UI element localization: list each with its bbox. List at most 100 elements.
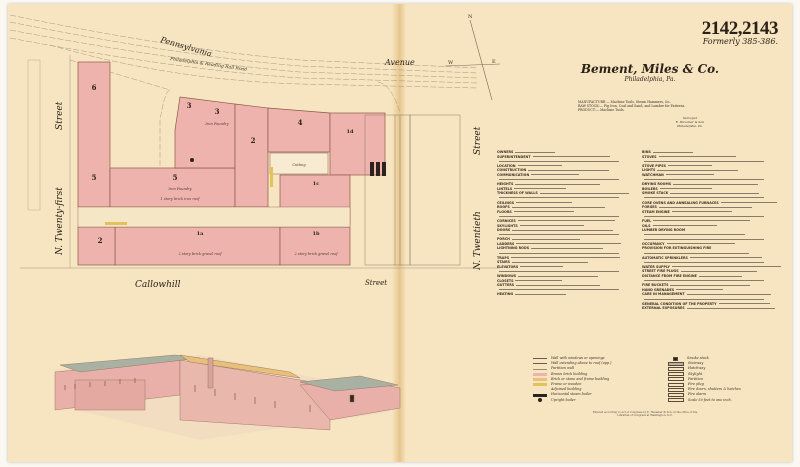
description-entry: SMOKE STACK [642, 191, 787, 196]
description-text [515, 183, 601, 185]
description-entry: SKYLIGHTS [497, 224, 637, 229]
description-heading: BINS [642, 150, 651, 154]
description-text [520, 266, 564, 268]
description-text [658, 156, 736, 158]
description-heading: CONSTRUCTION [497, 168, 527, 173]
legend-item: Fire plug [668, 382, 741, 387]
legend-item: Brown brick building [533, 372, 611, 377]
legend-label: Fire alarm [688, 392, 707, 397]
description-heading: SKYLIGHTS [497, 223, 518, 228]
description-heading: SMOKE STACK [642, 191, 669, 196]
description-text [718, 303, 770, 305]
legend-item: Fire doors, shutters & hatches [668, 387, 741, 392]
legend-swatch [533, 377, 547, 381]
legend-item: Frame or wooden [533, 382, 611, 387]
description-text [653, 220, 751, 222]
building-desc-foundry: Iron Foundry [167, 187, 192, 191]
description-entry: DOORS [497, 228, 637, 233]
legend-item: Wall extending above to roof (opp.) [533, 361, 611, 366]
building-4[interactable] [267, 107, 331, 153]
description-entry: CARE IN MANAGEMENT [642, 292, 787, 297]
description-text [518, 275, 599, 277]
legend-swatch [533, 363, 547, 365]
railroad-label: Philadelphia & Reading Rail Road [169, 56, 248, 73]
description-text [515, 293, 567, 295]
building-1b[interactable] [279, 226, 351, 266]
description-heading: FIRE BUCKETS [642, 283, 669, 288]
yard-label-cutting: Cutting [292, 163, 306, 167]
legend-swatch [533, 393, 547, 397]
legend-label: Skylight [688, 371, 703, 376]
description-text [667, 165, 712, 167]
description-heading: FLOORS [497, 209, 512, 214]
description-entry: HEATING [497, 292, 637, 297]
compass-north: N [468, 14, 473, 20]
description-text [514, 188, 567, 190]
description-text [516, 202, 573, 204]
description-entry: ROOFS [497, 205, 637, 210]
description-heading: DRYING ROOMS [642, 182, 672, 187]
legend-label: Smoke stack [687, 356, 709, 360]
legend-item: Fire alarm [668, 392, 741, 398]
description-heading: BOILERS [642, 186, 658, 191]
building-desc-1a: 2 story brick gravel roof [177, 252, 222, 256]
description-text [644, 234, 745, 236]
raw-stock-line: RAW STOCK:— Pig Iron, Coal and Sand, and… [578, 104, 686, 108]
building-label-3a: 3 [187, 101, 192, 110]
building-2[interactable] [234, 103, 269, 208]
legend-label: Frame or wooden [551, 382, 582, 387]
legend-swatch [533, 388, 547, 392]
description-text [531, 174, 580, 176]
building-2-small[interactable] [77, 226, 116, 266]
description-entry: PORCH [497, 237, 637, 242]
building-label-4: 4 [298, 118, 303, 127]
north-arrow-line [469, 19, 493, 101]
cutting-yard [269, 152, 329, 175]
boilers [370, 162, 386, 176]
building-3[interactable] [174, 96, 236, 169]
street-label-twentieth: N. Twentieth [473, 211, 483, 271]
description-text [511, 206, 605, 208]
description-entry: LUMBER DRYING ROOM [642, 228, 787, 237]
legend-symbol [668, 382, 684, 387]
description-text [698, 275, 742, 277]
description-heading: FORGES [642, 205, 657, 210]
legend-item: Smoke stack [668, 356, 741, 361]
street-label-avenue: Avenue [384, 58, 415, 67]
description-text [686, 293, 771, 295]
description-text [519, 225, 584, 226]
description-heading: FUEL [642, 218, 652, 223]
description-heading: HEATING [497, 292, 514, 297]
description-entry: HEIGHTS [497, 182, 637, 187]
description-text [515, 151, 556, 153]
description-entry: GENERAL CONDITION OF THE PROPERTY [642, 302, 787, 307]
description-entry: LIGHTNING RODS [497, 246, 637, 251]
legend-swatch [533, 372, 547, 376]
description-text [512, 229, 614, 231]
legend-label: Adjoined building [551, 387, 582, 392]
description-heading: HEIGHTS [497, 182, 514, 187]
description-entry: CEILINGS [497, 201, 637, 206]
description-heading: AUTOMATIC SPRINKLERS [642, 255, 688, 260]
description-text [673, 183, 759, 185]
description-entry: DRYING ROOMS [642, 182, 787, 187]
legend-item: Partition [668, 377, 741, 382]
description-entry: HAND GRENADES [642, 288, 787, 293]
building-6[interactable] [77, 61, 111, 208]
product-line: PRODUCT:— Machine Tools. [578, 108, 625, 112]
description-heading: WATER SUPPLY [642, 264, 670, 269]
building-1d[interactable] [329, 112, 386, 176]
legend-item: Wall with windows or openings [533, 356, 611, 361]
street-label-twenty-first-street: Street [55, 101, 65, 130]
building-label-1c: 1c [313, 181, 320, 187]
building-label-1d: 1d [347, 129, 354, 135]
description-entry: WINDOWS [497, 274, 637, 279]
frame-shed [105, 222, 127, 225]
description-heading: DOORS [497, 228, 511, 233]
description-entry: STEAM ENGINE [642, 210, 787, 215]
description-heading: OWNERS [497, 150, 514, 154]
description-text [644, 252, 749, 254]
